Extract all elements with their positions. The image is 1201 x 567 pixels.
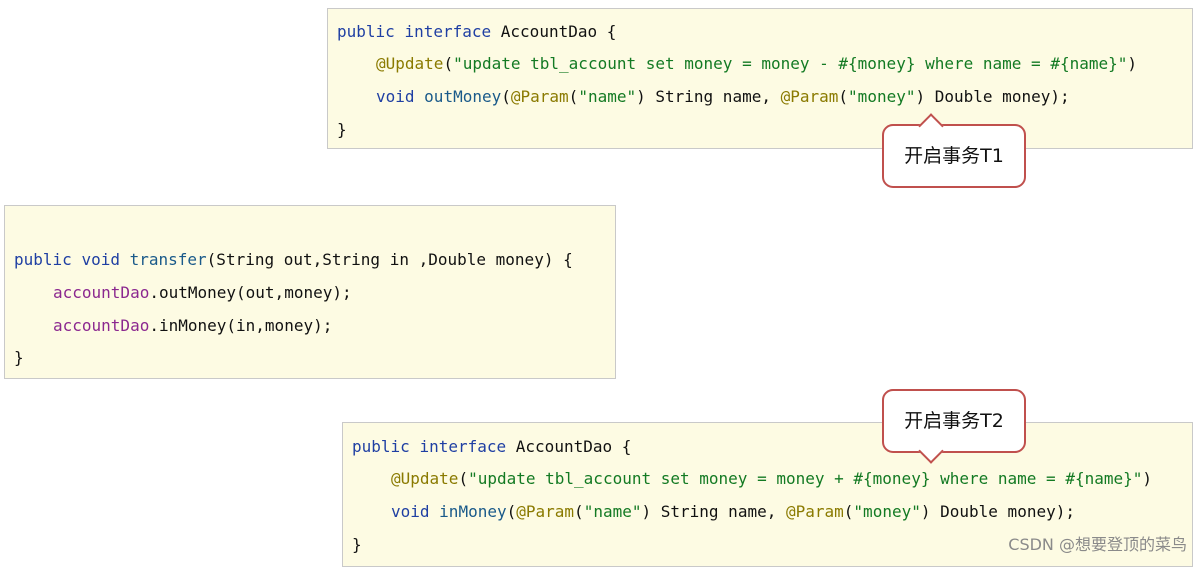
code-line-update-annotation: @Update("update tbl_account set money = … bbox=[391, 469, 1152, 489]
keyword-public: public bbox=[337, 22, 395, 41]
param-rest: ) String name, bbox=[636, 87, 781, 106]
paren-open: ( bbox=[443, 54, 454, 73]
interface-name: AccountDao { bbox=[515, 437, 632, 456]
paren-open: ( bbox=[568, 87, 579, 106]
code-block-account-dao-out-money: public interface AccountDao { @Update("u… bbox=[327, 8, 1193, 149]
code-line-in-money-call: accountDao.inMoney(in,money); bbox=[53, 316, 332, 336]
paren-open: ( bbox=[506, 502, 517, 521]
method-params: (String out,String in ,Double money) { bbox=[206, 250, 573, 269]
param-rest: ) Double money); bbox=[920, 502, 1075, 521]
code-line-out-money-call: accountDao.outMoney(out,money); bbox=[53, 283, 352, 303]
param-rest: ) String name, bbox=[641, 502, 786, 521]
code-line-closing-brace: } bbox=[337, 120, 347, 139]
keyword-interface: interface bbox=[404, 22, 492, 41]
code-line-interface-declaration: public interface AccountDao { bbox=[352, 437, 631, 457]
sql-string: "update tbl_account set money = money + … bbox=[468, 469, 1143, 488]
callout-label: 开启事务T1 bbox=[904, 145, 1004, 167]
paren-open: ( bbox=[501, 87, 511, 106]
code-line-closing-brace: } bbox=[14, 348, 24, 367]
sql-string: "update tbl_account set money = money - … bbox=[453, 54, 1128, 73]
keyword-interface: interface bbox=[419, 437, 507, 456]
param-annotation: @Param bbox=[780, 87, 839, 106]
call-rest: .inMoney(in,money); bbox=[149, 316, 333, 335]
param-annotation: @Param bbox=[785, 502, 844, 521]
code-line-update-annotation: @Update("update tbl_account set money = … bbox=[376, 54, 1137, 74]
keyword-void: void bbox=[376, 87, 415, 106]
param-string: "name" bbox=[583, 502, 642, 521]
method-name: transfer bbox=[129, 250, 207, 269]
keyword-public: public bbox=[352, 437, 410, 456]
keyword-void: void bbox=[81, 250, 120, 269]
param-annotation: @Param bbox=[516, 502, 575, 521]
keyword-public: public bbox=[14, 250, 72, 269]
method-name: inMoney bbox=[439, 502, 507, 521]
update-annotation: @Update bbox=[391, 469, 459, 488]
param-annotation: @Param bbox=[510, 87, 569, 106]
code-line-interface-declaration: public interface AccountDao { bbox=[337, 22, 616, 42]
callout-transaction-t1: 开启事务T1 bbox=[882, 113, 1026, 188]
paren-open: ( bbox=[843, 502, 854, 521]
param-string: "money" bbox=[848, 87, 916, 106]
paren-open: ( bbox=[838, 87, 849, 106]
callout-label: 开启事务T2 bbox=[904, 410, 1004, 432]
field-account-dao: accountDao bbox=[53, 283, 150, 302]
update-annotation: @Update bbox=[376, 54, 444, 73]
call-rest: .outMoney(out,money); bbox=[149, 283, 352, 302]
code-line-transfer-signature: public void transfer(String out,String i… bbox=[14, 250, 573, 270]
callout-transaction-t2: 开启事务T2 bbox=[882, 389, 1026, 464]
field-account-dao: accountDao bbox=[53, 316, 150, 335]
code-line-closing-brace: } bbox=[352, 535, 362, 554]
code-line-in-money-method: void inMoney(@Param("name") String name,… bbox=[391, 502, 1075, 522]
param-rest: ) Double money); bbox=[915, 87, 1070, 106]
param-string: "money" bbox=[853, 502, 921, 521]
code-block-account-dao-in-money: public interface AccountDao { @Update("u… bbox=[342, 422, 1193, 567]
paren-open: ( bbox=[458, 469, 469, 488]
paren-close: ) bbox=[1142, 469, 1153, 488]
keyword-void: void bbox=[391, 502, 430, 521]
paren-close: ) bbox=[1127, 54, 1138, 73]
watermark: CSDN @想要登顶的菜鸟 bbox=[1008, 535, 1187, 554]
paren-open: ( bbox=[574, 502, 584, 521]
interface-name: AccountDao { bbox=[500, 22, 617, 41]
method-name: outMoney bbox=[424, 87, 502, 106]
param-string: "name" bbox=[578, 87, 637, 106]
code-line-out-money-method: void outMoney(@Param("name") String name… bbox=[376, 87, 1070, 107]
code-block-transfer-method: public void transfer(String out,String i… bbox=[4, 205, 616, 379]
